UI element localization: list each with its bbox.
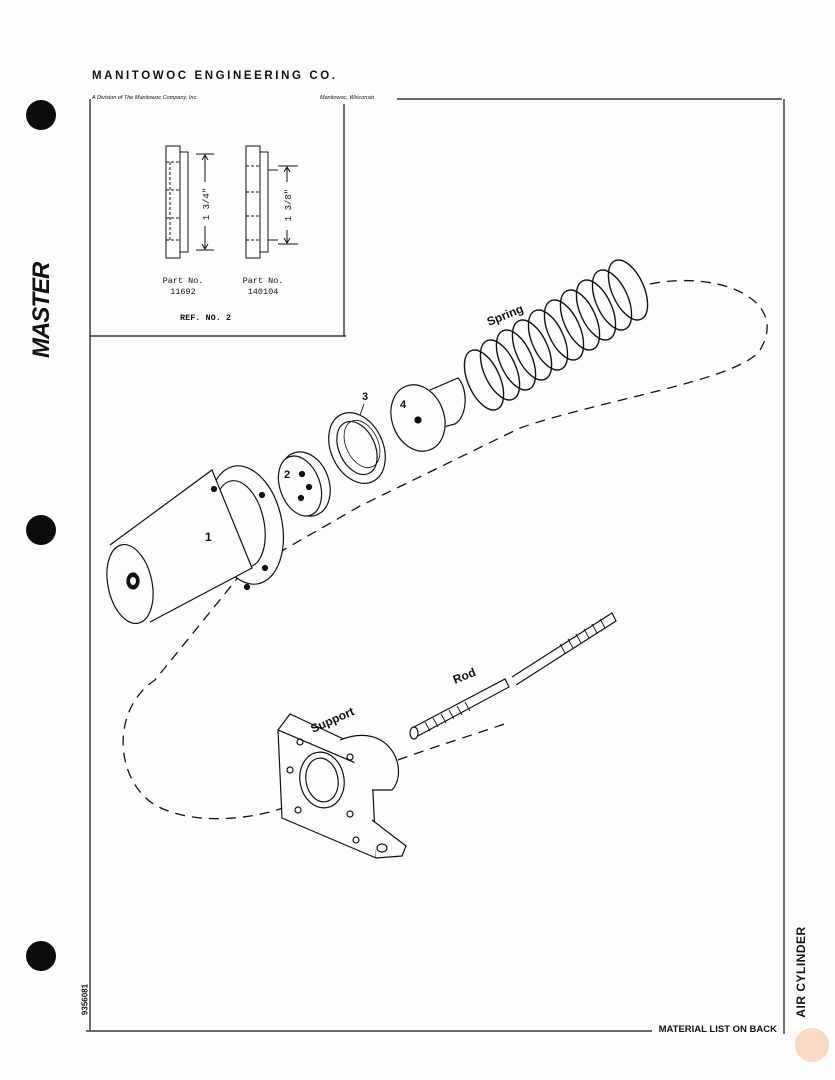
piston-disc-part (277, 451, 331, 517)
city-line: Manitowoc, Wisconsin (320, 95, 375, 101)
assembly-dashed-path (122, 280, 768, 820)
watermark-logo (795, 1028, 829, 1062)
callout-ring: 3 (362, 391, 368, 403)
inset-part-1-label: Part No. 11692 (148, 276, 218, 298)
assembly-dashed-path-lower (397, 721, 511, 761)
callout-support: Support (309, 704, 357, 735)
spring-part (463, 259, 649, 411)
material-note: MATERIAL LIST ON BACK (658, 1024, 777, 1035)
inset-part-2-number: 140104 (247, 287, 279, 297)
callout-rod: Rod (451, 665, 478, 687)
binder-hole-bottom (26, 941, 56, 971)
callout-spring: Spring (485, 302, 525, 329)
callout-piston: 2 (284, 469, 290, 481)
cylinder-part (106, 465, 284, 624)
inset-part-1-caption: Part No. (162, 276, 204, 286)
company-name: MANITOWOC ENGINEERING CO. (92, 70, 338, 82)
binder-hole-top (26, 100, 56, 130)
spring-cap-part (390, 377, 466, 452)
inset-part-1-number: 11692 (170, 287, 196, 297)
inset-part-1-dimension: 1 3/4" (202, 188, 212, 220)
callout-cylinder: 1 (205, 530, 212, 544)
inset-part-2-dimension: 1 3/8" (284, 189, 294, 221)
callout-cap: 4 (400, 399, 407, 411)
inset-part-2-drawing (245, 145, 298, 259)
binder-hole-middle (26, 515, 56, 545)
rod-part (409, 612, 617, 740)
support-part (277, 713, 407, 859)
inset-part-1-drawing (165, 145, 214, 259)
inset-part-2-label: Part No. 140104 (228, 276, 298, 298)
inset-ref-number: REF. NO. 2 (180, 313, 232, 323)
inset-part-2-caption: Part No. (242, 276, 284, 286)
piston-ring-part (328, 412, 386, 484)
division-line: A Division of The Manitowoc Company, Inc… (92, 95, 198, 101)
inset-box (90, 104, 346, 337)
ring-leader-line (359, 403, 365, 416)
